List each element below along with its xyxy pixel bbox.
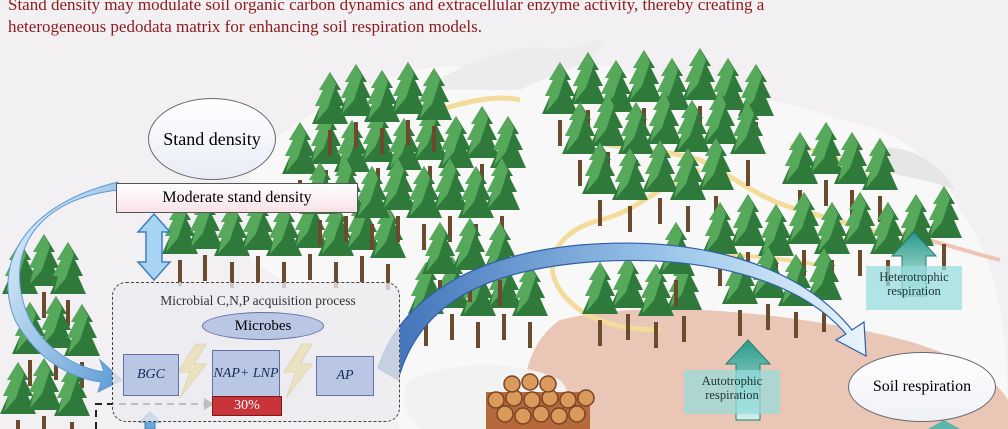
bgc-box: BGC — [123, 354, 179, 396]
curved-arrow-left — [7, 181, 123, 393]
soil-respiration-node: Soil respiration — [848, 352, 996, 422]
teal-arrow-bottom-right — [928, 420, 960, 429]
caption-line-1: Stand density may modulate soil organic … — [8, 0, 765, 14]
big-arc-arrow — [377, 242, 867, 381]
microbial-acquisition-title: Microbial C,N,P acquisition process — [160, 293, 356, 308]
autotrophic-respiration-label: Autotrophic respiration — [684, 370, 780, 414]
microbes-node: Microbes — [202, 312, 324, 340]
heterotrophic-respiration-label: Heterotrophic respiration — [866, 266, 962, 310]
nap-lnp-box: NAP+ LNP — [212, 350, 280, 398]
double-arrow-vertical — [136, 212, 172, 282]
moderate-stand-density-box: Moderate stand density — [116, 183, 358, 213]
nap-lnp-percent-bar: 30% — [212, 396, 282, 416]
caption: Stand density may modulate soil organic … — [8, 0, 998, 38]
ap-box: AP — [316, 356, 374, 396]
stand-density-node: Stand density — [148, 98, 276, 180]
log-pile — [486, 373, 595, 429]
caption-line-2: heterogeneous pedodata matrix for enhanc… — [8, 17, 482, 36]
